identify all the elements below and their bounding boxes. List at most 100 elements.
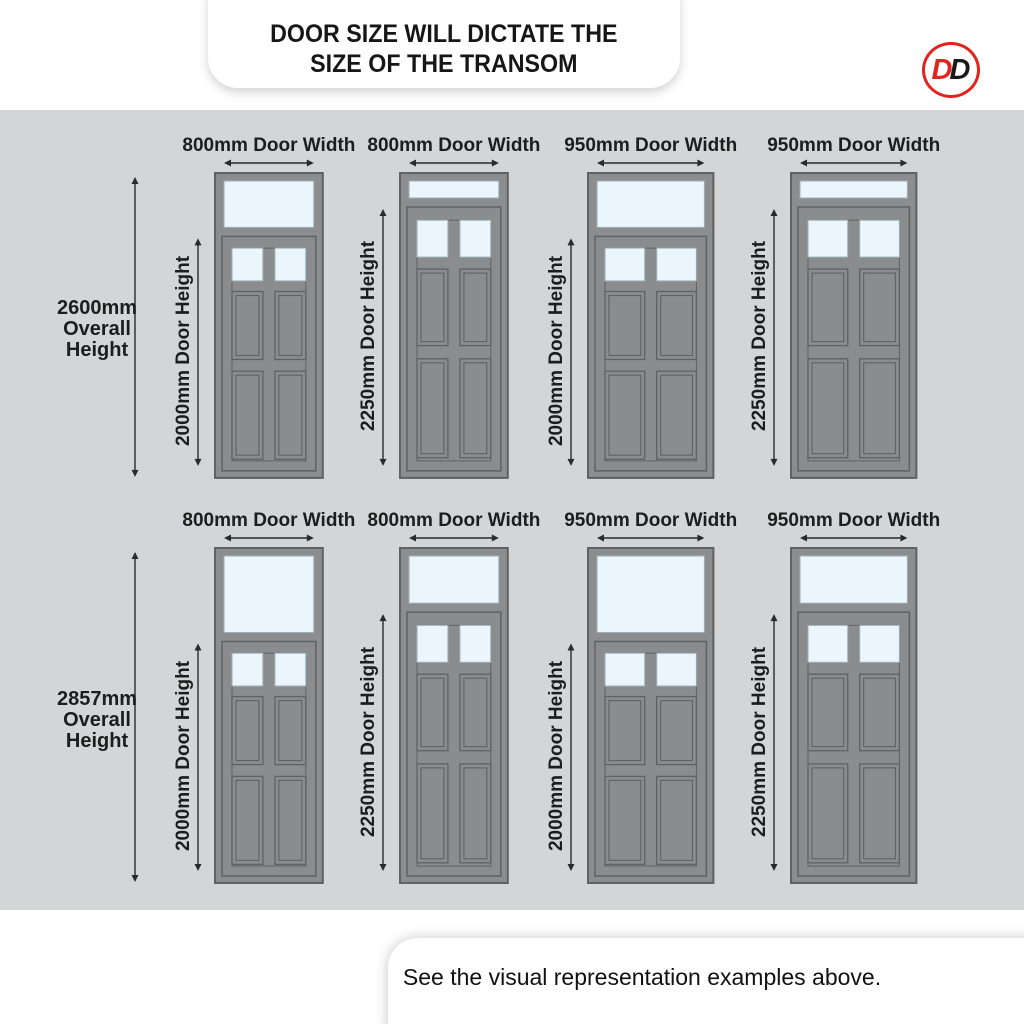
- footer-note: See the visual representation examples a…: [402, 964, 882, 990]
- door-panel-outer: [604, 695, 646, 766]
- door-panel-outer: [859, 358, 901, 459]
- door-panel-inner: [235, 779, 260, 861]
- door-panel-inner: [235, 374, 260, 456]
- door-panel-inner: [660, 779, 693, 861]
- door-panel-outer: [459, 358, 492, 459]
- door-panel-outer: [807, 358, 849, 459]
- door-illustration: [587, 172, 715, 479]
- door-panel-inner: [278, 374, 303, 456]
- door-panel-inner: [660, 294, 693, 357]
- door-width-arrow: [597, 534, 705, 542]
- overall-height-arrow: [131, 552, 139, 883]
- door-window-left: [231, 652, 264, 687]
- door-panel-inner: [608, 779, 642, 861]
- overall-height-arrow: [131, 177, 139, 477]
- door-illustration: [214, 547, 324, 884]
- door-panel-inner: [863, 362, 896, 455]
- header-banner: DOOR SIZE WILL DICTATE THE SIZE OF THE T…: [208, 0, 680, 88]
- door-width-arrow: [409, 534, 499, 542]
- logo-letter-d1: D: [931, 53, 953, 86]
- door-panel-outer: [459, 268, 492, 347]
- door-panel-inner: [235, 700, 260, 762]
- transom-window: [408, 180, 500, 199]
- door-panel-outer: [859, 268, 901, 347]
- door-illustration: [214, 172, 324, 479]
- door-height-arrow: [194, 643, 202, 872]
- door-panel-inner: [863, 767, 896, 860]
- door-window-right: [274, 652, 307, 687]
- door-window-left: [416, 219, 449, 258]
- door-panel-inner: [608, 700, 642, 762]
- door-panel-outer: [231, 370, 264, 460]
- door-height-arrow: [770, 209, 778, 466]
- door-panel-inner: [608, 374, 642, 456]
- door-panel-outer: [416, 358, 449, 459]
- door-width-arrow: [224, 534, 314, 542]
- door-panel-inner: [278, 779, 303, 861]
- transom-window: [408, 555, 500, 604]
- door-height-arrow: [194, 238, 202, 466]
- door-illustration: [790, 172, 918, 479]
- door-panel-outer: [656, 370, 698, 460]
- door-panel-inner: [863, 272, 896, 343]
- door-panel-outer: [656, 695, 698, 766]
- door-panel-outer: [274, 370, 307, 460]
- title-line-1: DOOR SIZE WILL DICTATE THE: [270, 20, 618, 48]
- door-window-right: [656, 247, 697, 282]
- door-panel-inner: [660, 700, 693, 762]
- door-width-arrow: [800, 534, 908, 542]
- door-height-arrow: [770, 614, 778, 872]
- door-window-left: [416, 624, 449, 663]
- transom-window: [223, 555, 315, 633]
- door-height-arrow: [379, 209, 387, 466]
- door-width-arrow: [597, 159, 705, 167]
- door-height-arrow: [567, 643, 575, 872]
- door-window-left: [604, 652, 646, 687]
- door-panel-outer: [807, 673, 849, 752]
- door-panel-inner: [235, 294, 260, 357]
- door-panel-outer: [656, 775, 698, 866]
- door-panel-outer: [859, 763, 901, 864]
- door-panel-outer: [274, 290, 307, 361]
- door-panel-inner: [420, 767, 445, 860]
- door-panel-inner: [420, 677, 445, 748]
- door-height-arrow: [379, 614, 387, 872]
- door-panel-outer: [604, 775, 646, 866]
- door-panel-outer: [604, 290, 646, 361]
- door-panel-inner: [420, 362, 445, 455]
- door-panel-inner: [811, 767, 845, 860]
- door-panel-inner: [278, 700, 303, 762]
- door-height-arrow: [567, 238, 575, 466]
- door-window-right: [459, 624, 492, 663]
- transom-window: [596, 180, 705, 228]
- door-illustration: [587, 547, 715, 884]
- transom-window: [223, 180, 315, 228]
- door-window-left: [604, 247, 646, 282]
- transom-window: [799, 180, 908, 199]
- transom-window: [799, 555, 908, 604]
- door-panel-outer: [656, 290, 698, 361]
- door-window-left: [807, 219, 849, 258]
- door-window-right: [274, 247, 307, 282]
- door-panel-outer: [459, 673, 492, 752]
- door-panel-outer: [274, 775, 307, 866]
- door-panel-outer: [859, 673, 901, 752]
- door-panel-outer: [459, 763, 492, 864]
- door-window-right: [656, 652, 697, 687]
- door-window-left: [807, 624, 849, 663]
- door-panel-outer: [807, 268, 849, 347]
- door-window-right: [459, 219, 492, 258]
- door-illustration: [399, 172, 509, 479]
- footer-banner: See the visual representation examples a…: [388, 938, 1024, 1024]
- door-panel-outer: [416, 673, 449, 752]
- door-panel-inner: [863, 677, 896, 748]
- door-panel-inner: [608, 294, 642, 357]
- door-panel-outer: [807, 763, 849, 864]
- door-panel-outer: [231, 290, 264, 361]
- door-panel-inner: [811, 362, 845, 455]
- door-width-arrow: [409, 159, 499, 167]
- door-panel-inner: [278, 294, 303, 357]
- door-panel-outer: [416, 763, 449, 864]
